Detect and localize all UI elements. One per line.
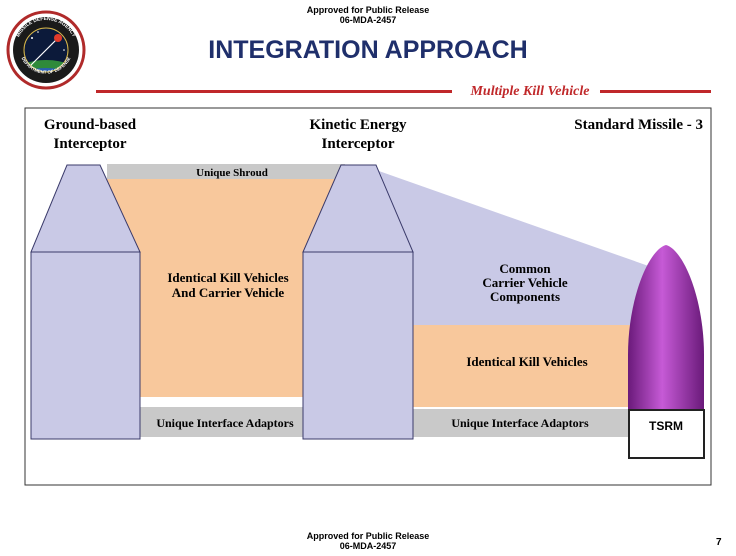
adaptors-right-band (413, 409, 631, 437)
mda-seal-logo: MISSILE DEFENSE AGENCY DEPARTMENT OF DEF… (6, 10, 86, 90)
identical-kv-region (413, 325, 639, 407)
release-notice-bottom-line1: Approved for Public Release (306, 531, 430, 541)
adaptors-left-band (140, 407, 303, 437)
header-rule-right (600, 90, 711, 93)
kei-title-line2: Interceptor (321, 136, 394, 152)
gbi-body (30, 251, 141, 440)
adaptors-right-label: Unique Interface Adaptors (451, 416, 589, 430)
gbi-title-line2: Interceptor (53, 136, 126, 152)
common-cv-label-line3: Components (490, 289, 560, 304)
release-notice-top-line2: 06-MDA-2457 (339, 15, 397, 25)
release-notice-bottom-line2: 06-MDA-2457 (339, 541, 397, 551)
release-notice-top-line1: Approved for Public Release (306, 5, 430, 15)
unique-shroud-label: Unique Shroud (196, 167, 268, 179)
separator-line (140, 397, 303, 400)
gbi-title-line1: Ground-based (44, 117, 137, 133)
identical-kv-label: Identical Kill Vehicles (466, 354, 587, 369)
page-number: 7 (716, 537, 722, 548)
tsrm-label: TSRM (649, 419, 683, 433)
sm3-nose-cone (628, 245, 704, 409)
common-cv-label-line2: Carrier Vehicle (482, 275, 568, 290)
unique-shroud-band (107, 164, 345, 179)
common-cv-label-line1: Common (499, 261, 551, 276)
header-rule-left (96, 90, 452, 93)
identical-kv-cv-label-line2: And Carrier Vehicle (172, 285, 285, 300)
kei-title-line1: Kinetic Energy (309, 117, 407, 133)
page-subtitle: Multiple Kill Vehicle (470, 84, 590, 99)
tsrm-box (628, 409, 705, 459)
sm3-title: Standard Missile - 3 (574, 117, 703, 133)
identical-kv-cv-label-line1: Identical Kill Vehicles (167, 270, 288, 285)
kei-body (302, 251, 414, 440)
common-carrier-region (376, 170, 660, 325)
page-title: INTEGRATION APPROACH (208, 36, 528, 64)
adaptors-left-label: Unique Interface Adaptors (156, 416, 294, 430)
